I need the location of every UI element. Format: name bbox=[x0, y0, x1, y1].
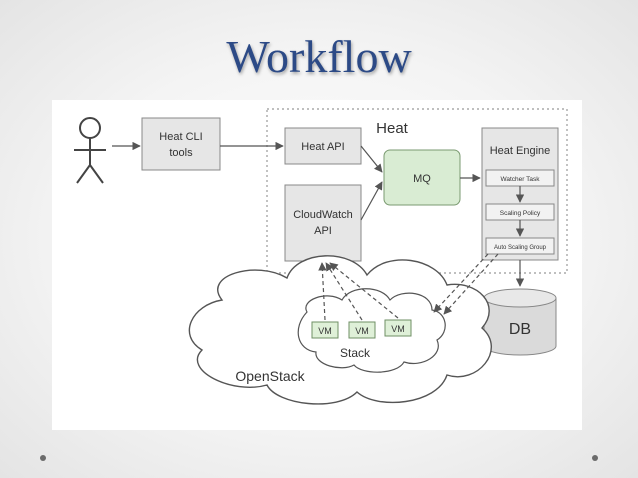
arrow-heat-api-to-mq bbox=[360, 145, 383, 173]
vm-boxes: VM VM VM bbox=[311, 319, 412, 339]
dashed-asg-to-stack-1 bbox=[433, 253, 489, 313]
openstack-label: OpenStack bbox=[235, 368, 305, 384]
slide-title: Workflow bbox=[226, 31, 412, 82]
stack-label: Stack bbox=[340, 346, 371, 360]
db-cylinder: DB bbox=[483, 288, 557, 356]
mq-box: MQ bbox=[383, 149, 461, 206]
vm-label-2: VM bbox=[355, 326, 369, 336]
heat-cli-label-line2: tools bbox=[169, 147, 193, 159]
mq-label: MQ bbox=[413, 173, 431, 185]
cloudwatch-api-box: CloudWatch API bbox=[284, 184, 362, 262]
db-label: DB bbox=[509, 321, 531, 338]
arrow-cloudwatch-to-mq bbox=[360, 181, 383, 221]
heat-group-label: Heat bbox=[376, 120, 409, 137]
heat-engine-label: Heat Engine bbox=[490, 145, 551, 157]
heat-api-label: Heat API bbox=[301, 141, 344, 153]
auto-scaling-group-label: Auto Scaling Group bbox=[494, 245, 547, 251]
dashed-vm3-to-cloudwatch bbox=[329, 262, 399, 319]
dashed-arrows bbox=[318, 253, 499, 321]
scaling-policy-label: Scaling Policy bbox=[500, 210, 541, 217]
cloudwatch-label-line1: CloudWatch bbox=[293, 209, 353, 221]
vm-box-3 bbox=[384, 319, 412, 337]
watcher-task-label: Watcher Task bbox=[500, 176, 540, 183]
heat-cli-label-line1: Heat CLI bbox=[159, 131, 202, 143]
diagram-panel: Heat Heat CLI tools Heat API CloudWatch … bbox=[52, 100, 582, 430]
dashed-vm2-to-cloudwatch bbox=[325, 262, 363, 321]
slide-dot-left bbox=[40, 455, 46, 461]
slide-dot-right bbox=[592, 455, 598, 461]
heat-group-border bbox=[266, 108, 568, 274]
vm-box-2 bbox=[348, 321, 376, 339]
dashed-vm1-to-cloudwatch bbox=[318, 262, 327, 321]
solid-arrows bbox=[112, 141, 525, 287]
user-icon bbox=[74, 117, 106, 184]
heat-cli-tools-box: Heat CLI tools bbox=[141, 117, 221, 171]
vm-box-1 bbox=[311, 321, 339, 339]
cloudwatch-label-line2: API bbox=[314, 225, 332, 237]
vm-label-3: VM bbox=[391, 324, 405, 334]
heat-api-box: Heat API bbox=[284, 127, 362, 165]
heat-engine-box: Heat Engine Watcher Task Scaling Policy … bbox=[481, 127, 559, 261]
vm-label-1: VM bbox=[318, 326, 332, 336]
workflow-diagram: Heat Heat CLI tools Heat API CloudWatch … bbox=[74, 108, 568, 405]
auto-scaling-group-box bbox=[485, 237, 555, 255]
